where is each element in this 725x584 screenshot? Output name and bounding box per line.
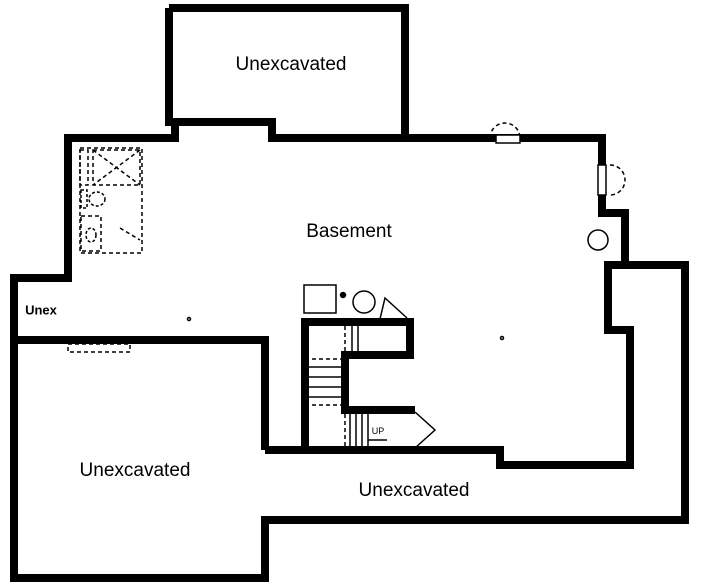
foundation-wall bbox=[265, 261, 634, 469]
water-heater-icon bbox=[303, 284, 337, 314]
door-swing bbox=[414, 411, 437, 449]
dashed-lines bbox=[67, 122, 626, 450]
unex-small-wall bbox=[14, 336, 269, 450]
furnace-icon bbox=[352, 290, 376, 314]
exterior-wall bbox=[10, 4, 689, 582]
room-label-unexcavated-bottom: Unexcavated bbox=[358, 480, 470, 501]
door-swing bbox=[379, 296, 408, 320]
stair-wall bbox=[301, 318, 415, 450]
stair-treads bbox=[305, 326, 387, 450]
room-label-unex: Unex bbox=[25, 302, 57, 318]
floor-drain-icon bbox=[587, 229, 609, 251]
stair-up-label: UP bbox=[371, 426, 385, 436]
room-label-unexcavated-left: Unexcavated bbox=[79, 460, 191, 481]
room-label-unexcavated-top: Unexcavated bbox=[235, 54, 347, 75]
room-label-basement: Basement bbox=[306, 221, 392, 242]
upper-unexcavated-wall bbox=[165, 8, 175, 126]
